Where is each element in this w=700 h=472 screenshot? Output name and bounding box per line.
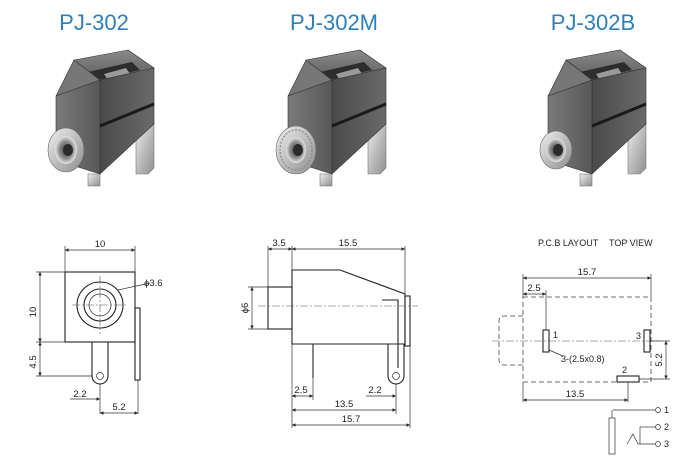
pcb-dim-bottom: 13.5 xyxy=(566,389,585,400)
title-pj-302m: PJ-302M xyxy=(290,10,378,35)
pad-3-label: 3 xyxy=(636,331,641,341)
pcb-heading-right: TOP VIEW xyxy=(609,238,653,248)
schematic-pin-3: 3 xyxy=(664,439,669,449)
pad-note: 3-(2.5x0.8) xyxy=(561,354,605,364)
dim-total-length: 15.7 xyxy=(342,414,361,425)
dim-hole-label: ϕ3.6 xyxy=(144,278,163,289)
pcb-heading-left: P.C.B LAYOUT xyxy=(538,238,599,248)
photo-pj-302b xyxy=(539,48,648,188)
pad-1-label: 1 xyxy=(553,330,558,340)
pad-3 xyxy=(643,329,651,353)
title-pj-302: PJ-302 xyxy=(59,10,129,35)
schematic-pin-1: 1 xyxy=(664,405,669,415)
dim-height: 10 xyxy=(28,307,39,318)
dim-pin-a: 2.5 xyxy=(294,385,307,396)
photo-pj-302m xyxy=(275,48,388,188)
pad-2-label: 2 xyxy=(622,365,627,375)
pcb-dim-offset: 2.5 xyxy=(527,283,540,294)
schematic-pin-2: 2 xyxy=(664,422,669,432)
drawing-pj-302m: 3.5 15.5 ϕ6 2.5 2.2 13.5 15.7 xyxy=(240,238,418,428)
dim-body-length: 15.5 xyxy=(339,238,358,249)
dim-width: 10 xyxy=(95,239,106,250)
dim-pin-length: 4.5 xyxy=(28,355,39,368)
dim-pin-b: 2.2 xyxy=(368,385,381,396)
title-pj-302b: PJ-302B xyxy=(551,10,635,35)
pcb-dim-side: 5.2 xyxy=(654,353,665,366)
pcb-layout: P.C.B LAYOUT TOP VIEW 1 3 2 3-(2.5x0.8) … xyxy=(492,238,670,402)
dim-front-length: 3.5 xyxy=(272,238,285,249)
dim-diameter: ϕ6 xyxy=(240,303,251,314)
dim-pin-span: 13.5 xyxy=(335,399,354,410)
dim-offset: 2.2 xyxy=(73,389,86,400)
photo-pj-302 xyxy=(47,48,156,188)
dim-spacing: 5.2 xyxy=(112,402,125,413)
pin-schematic: 1 2 3 xyxy=(608,405,669,455)
drawing-pj-302: 10 10 4.5 ϕ3.6 2.2 5.2 xyxy=(28,239,163,415)
pad-2 xyxy=(616,375,640,383)
pcb-dim-total: 15.7 xyxy=(578,267,597,278)
